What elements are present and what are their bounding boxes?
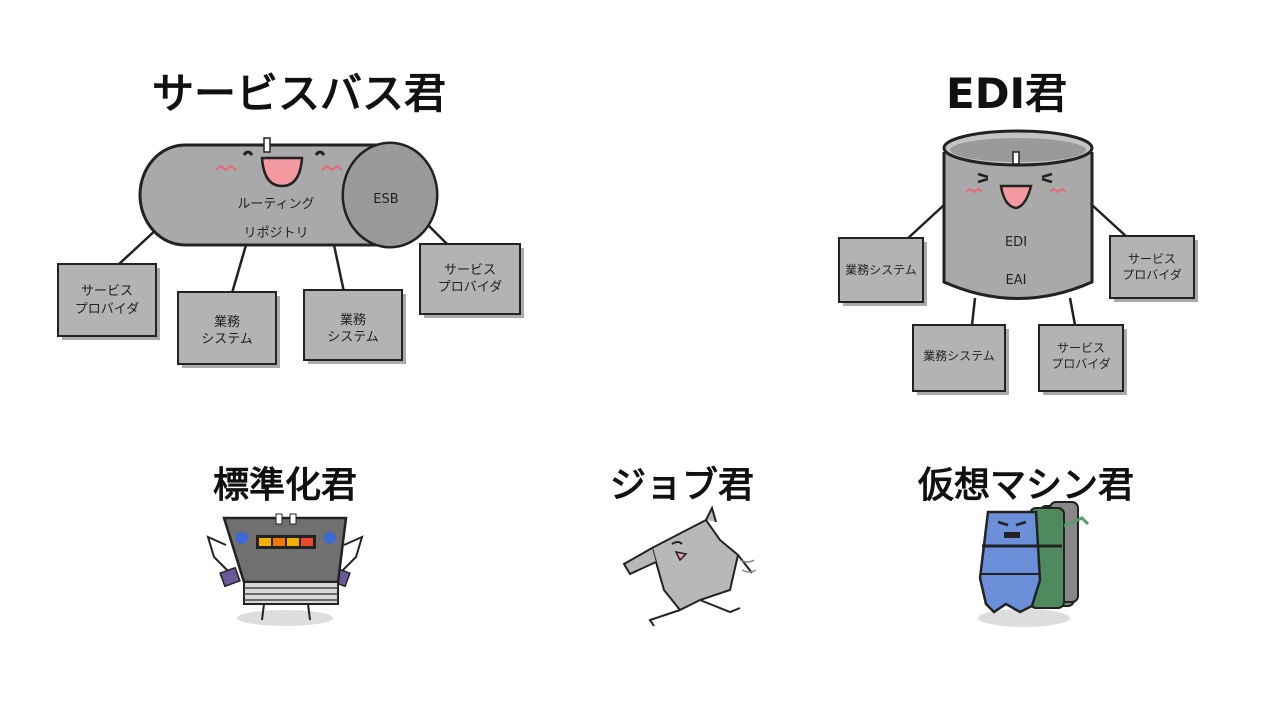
edi-box-4-line2: プロバイダ — [1051, 356, 1111, 371]
vm-character — [978, 501, 1090, 627]
servicebus-box-1-line1: サービス — [81, 284, 133, 299]
edi-body-line1: EDI — [1005, 235, 1027, 250]
servicebus-box-1: サービス プロバイダ — [57, 263, 160, 340]
edi-connectors — [905, 204, 1129, 326]
servicebus-routing-label: ルーティング — [237, 197, 314, 212]
title-job: ジョブ君 — [610, 465, 755, 506]
title-edi: EDI君 — [946, 69, 1068, 118]
servicebus-box-4-line1: サービス — [444, 263, 496, 278]
edi-box-3: 業務システム — [912, 324, 1009, 395]
edi-diagram: EDI EAI 業務システム サービス プロバイダ 業務システム サービス プロ… — [838, 129, 1198, 395]
servicebus-box-3-line1: 業務 — [340, 312, 366, 328]
servicebus-repository-label: リポジトリ — [243, 226, 308, 241]
servicebus-box-4: サービス プロバイダ — [419, 243, 524, 318]
servicebus-esb-label: ESB — [373, 192, 398, 207]
servicebus-cylinder: ESB ルーティング リポジトリ — [138, 137, 439, 249]
edi-box-2: サービス プロバイダ — [1109, 235, 1198, 302]
edi-box-1-line1: 業務システム — [845, 263, 917, 277]
edi-box-1: 業務システム — [838, 237, 927, 306]
servicebus-box-3-line2: システム — [327, 330, 379, 345]
title-vm: 仮想マシン君 — [918, 465, 1135, 506]
servicebus-diagram: ESB ルーティング リポジトリ サービス プロバイダ 業務 システム 業務 シ… — [57, 137, 524, 368]
servicebus-box-2-line2: システム — [201, 332, 253, 347]
standardization-character — [206, 513, 364, 626]
edi-body-line2: EAI — [1006, 273, 1027, 288]
title-servicebus: サービスバス君 — [152, 69, 447, 118]
edi-box-4-line1: サービス — [1057, 341, 1105, 355]
servicebus-box-3: 業務 システム — [303, 289, 406, 364]
edi-box-2-line2: プロバイダ — [1122, 267, 1182, 282]
edi-barrel: EDI EAI — [942, 129, 1094, 300]
title-standardization: 標準化君 — [213, 465, 358, 506]
edi-box-3-line1: 業務システム — [923, 349, 995, 363]
job-character — [622, 505, 757, 627]
servicebus-box-4-line2: プロバイダ — [438, 280, 502, 295]
edi-box-4: サービス プロバイダ — [1038, 324, 1127, 395]
servicebus-box-2: 業務 システム — [177, 291, 280, 368]
edi-box-2-line1: サービス — [1128, 252, 1176, 266]
servicebus-box-1-line2: プロバイダ — [75, 302, 139, 317]
servicebus-box-2-line1: 業務 — [214, 314, 240, 330]
